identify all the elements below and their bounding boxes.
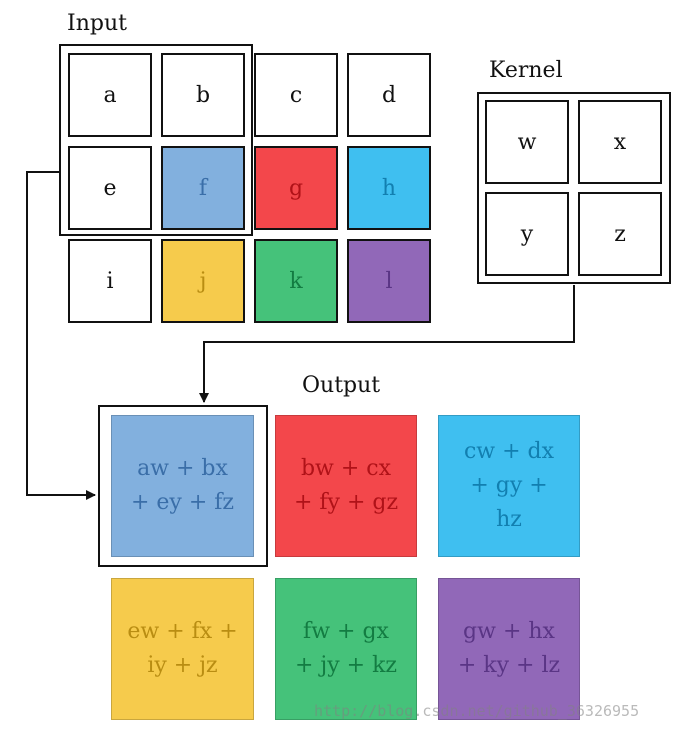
input-cell: c [254, 53, 338, 137]
output-formula: ew + fx + iy + jz [127, 615, 237, 683]
watermark: http://blog.csdn.net/github_36326955 [314, 702, 640, 720]
input-cell: i [68, 239, 152, 323]
formula-line: + ky + lz [457, 653, 561, 678]
input-cell-text: d [381, 82, 397, 108]
kernel-cell-text: y [520, 221, 534, 247]
input-cell-text: f [198, 175, 208, 201]
kernel-label: Kernel [489, 58, 563, 83]
input-cell-text: i [106, 268, 114, 294]
kernel-cell-text: x [613, 129, 627, 155]
output-cell: bw + cx + fy + gz [275, 415, 417, 557]
output-formula: fw + gx + jy + kz [295, 615, 397, 683]
kernel-frame [477, 92, 671, 284]
input-cell: b [161, 53, 245, 137]
formula-line: + fy + gz [293, 490, 399, 515]
formula-line: bw + cx [300, 456, 392, 481]
kernel-cell: y [485, 192, 569, 276]
input-cell-text: h [381, 175, 397, 201]
input-to-output-arrow [26, 171, 96, 500]
input-cell-text: a [103, 82, 117, 108]
output-cell: ew + fx + iy + jz [111, 578, 254, 720]
input-cell-text: g [288, 175, 304, 201]
input-cell-text: b [195, 82, 211, 108]
formula-line: gw + hx [463, 619, 555, 644]
kernel-to-output-arrow [199, 285, 575, 403]
kernel-cell: w [485, 100, 569, 184]
output-formula: cw + dx + gy + hz [464, 435, 554, 537]
input-cell: l [347, 239, 431, 323]
formula-line: hz [496, 507, 522, 532]
input-cell: d [347, 53, 431, 137]
input-cell: a [68, 53, 152, 137]
input-cell: e [68, 146, 152, 230]
input-cell: j [161, 239, 245, 323]
input-cell-text: c [289, 82, 303, 108]
output-formula: aw + bx + ey + fz [131, 452, 234, 520]
input-cell-text: j [199, 268, 207, 294]
input-cell: k [254, 239, 338, 323]
kernel-cell-text: w [517, 129, 537, 155]
formula-line: + ey + fz [130, 490, 235, 515]
input-cell: f [161, 146, 245, 230]
output-formula: bw + cx + fy + gz [294, 452, 398, 520]
formula-line: + gy + [470, 473, 548, 498]
kernel-cell-text: z [614, 221, 626, 247]
formula-line: + jy + kz [294, 653, 398, 678]
formula-line: ew + fx + [127, 619, 238, 644]
formula-line: iy + jz [147, 653, 218, 678]
output-cell: aw + bx + ey + fz [111, 415, 254, 557]
output-cell: cw + dx + gy + hz [438, 415, 580, 557]
input-label: Input [67, 11, 127, 36]
formula-line: fw + gx [303, 619, 389, 644]
input-cell-text: l [385, 268, 393, 294]
input-cell: g [254, 146, 338, 230]
formula-line: cw + dx [463, 439, 555, 464]
output-cell: fw + gx + jy + kz [275, 578, 417, 720]
input-cell: h [347, 146, 431, 230]
input-cell-text: e [103, 175, 117, 201]
output-cell: gw + hx + ky + lz [438, 578, 580, 720]
formula-line: aw + bx [137, 456, 228, 481]
input-cell-text: k [289, 268, 303, 294]
output-label: Output [302, 373, 381, 398]
output-formula: gw + hx + ky + lz [458, 615, 560, 683]
kernel-cell: z [578, 192, 662, 276]
kernel-cell: x [578, 100, 662, 184]
